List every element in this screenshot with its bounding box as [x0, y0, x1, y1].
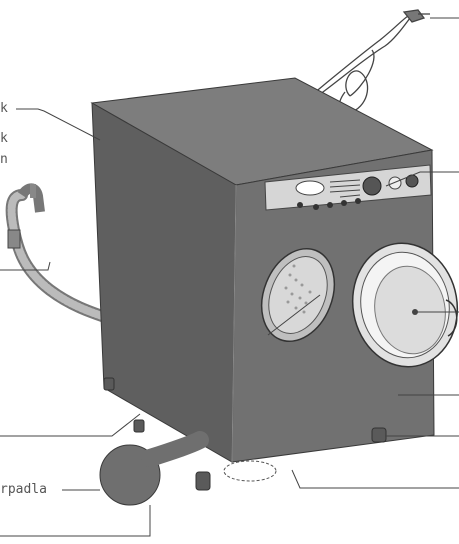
pump-filter-marker [224, 461, 276, 481]
magnified-detail [100, 440, 200, 505]
label-bottom-left: rpadla [0, 482, 47, 498]
label-top-left-3: n [0, 152, 8, 168]
drain-hose-icon [8, 184, 108, 318]
label-top-left-2: k [0, 131, 8, 147]
label-top-left-1: k [0, 101, 8, 117]
